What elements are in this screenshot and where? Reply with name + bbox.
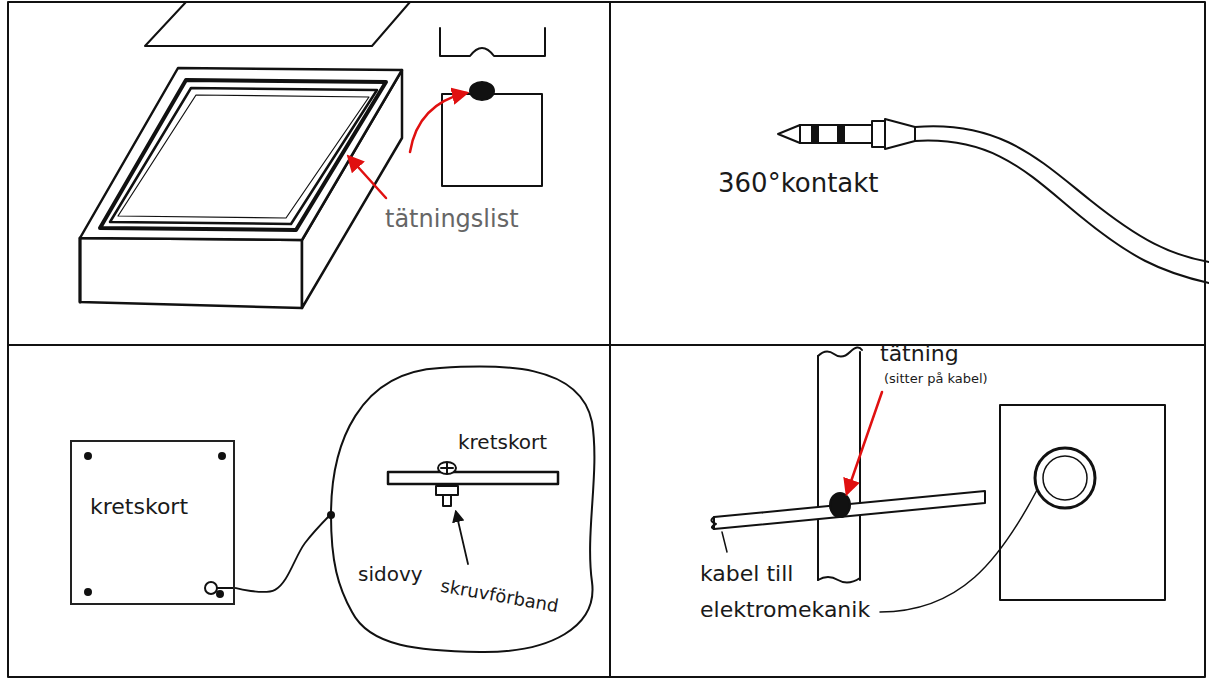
board-holes xyxy=(85,453,234,597)
housing-box xyxy=(80,68,402,308)
part-label: 360°kontakt xyxy=(718,168,879,199)
leader-connector xyxy=(235,511,335,592)
side-view-region: kretskort skruvförband sidovy xyxy=(330,362,598,654)
side-view-board xyxy=(388,462,558,506)
red-arrow xyxy=(847,392,882,493)
part-label: skruvförband xyxy=(439,575,560,617)
jack-plug xyxy=(778,119,1209,283)
leader-line xyxy=(880,490,1037,612)
blob-outline xyxy=(330,362,598,654)
leader-arrow xyxy=(456,512,468,564)
red-arrow xyxy=(349,157,386,198)
panel-divider xyxy=(8,344,1205,346)
part-label: tätningslist xyxy=(385,205,519,234)
part-label: kabel till elektromekanik xyxy=(700,556,885,628)
leader-line xyxy=(722,532,727,552)
board-label: kretskort xyxy=(90,494,188,520)
view-label: sidovy xyxy=(358,562,423,586)
cable xyxy=(711,491,985,529)
part-label: tätning xyxy=(880,341,959,367)
connector-path xyxy=(235,515,330,592)
seal-detail xyxy=(440,28,545,186)
frame xyxy=(8,2,1205,677)
board-label: kretskort xyxy=(458,430,547,454)
panel-divider xyxy=(609,2,611,677)
circuit-board: kretskort xyxy=(70,440,235,605)
note: (sitter på kabel) xyxy=(884,371,988,387)
plate-with-hole xyxy=(1000,405,1165,600)
lid xyxy=(145,2,410,46)
red-arrow xyxy=(410,93,466,152)
blob-outline-path xyxy=(331,366,594,652)
